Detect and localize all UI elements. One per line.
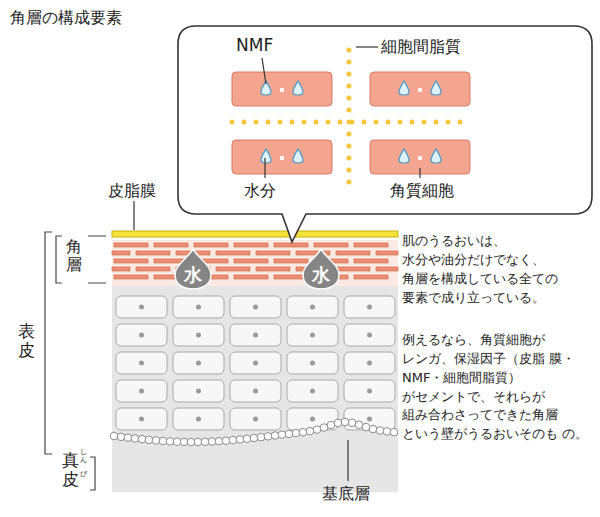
horny-ground xyxy=(112,240,398,286)
leader-lines xyxy=(134,47,420,481)
lipid-dots xyxy=(347,50,352,194)
ruby-text: ぴ xyxy=(80,471,87,479)
horny-layer xyxy=(112,243,398,279)
water-drop: 水 xyxy=(295,248,347,290)
part-label: 皮脂膜 xyxy=(108,181,156,200)
diagram-title: 角層の構成要素 xyxy=(10,8,122,27)
basal-layer xyxy=(110,418,398,446)
drop-label: 水 xyxy=(167,263,219,287)
drop-label: 水 xyxy=(295,263,347,287)
callout-bubble xyxy=(178,26,592,242)
horny-cells xyxy=(232,72,470,174)
layer-label: 角層 xyxy=(66,238,82,273)
part-label: 水分 xyxy=(244,181,276,200)
part-label: NMF xyxy=(236,35,273,55)
brackets xyxy=(45,232,106,490)
part-label: 角質細胞 xyxy=(390,181,454,200)
layer-label: 真皮 xyxy=(62,451,79,488)
sebum-film xyxy=(112,231,398,237)
part-label: 細胞間脂質 xyxy=(381,37,461,56)
note-text: 肌のうるおいは、 水分や油分だけでなく、 角層を構成している全ての 要素で成り立… xyxy=(402,232,596,307)
note-text: 例えるなら、角質細胞が レンガ、保湿因子（皮脂 膜・NMF・細胞間脂質） がセメ… xyxy=(402,331,596,444)
layer-label: 表皮 xyxy=(18,322,35,359)
epidermis-ground xyxy=(112,286,398,492)
water-drop: 水 xyxy=(167,248,219,290)
part-label: 基底層 xyxy=(322,484,370,503)
epidermis-cells xyxy=(116,296,395,430)
ruby-text: しん xyxy=(80,449,87,464)
